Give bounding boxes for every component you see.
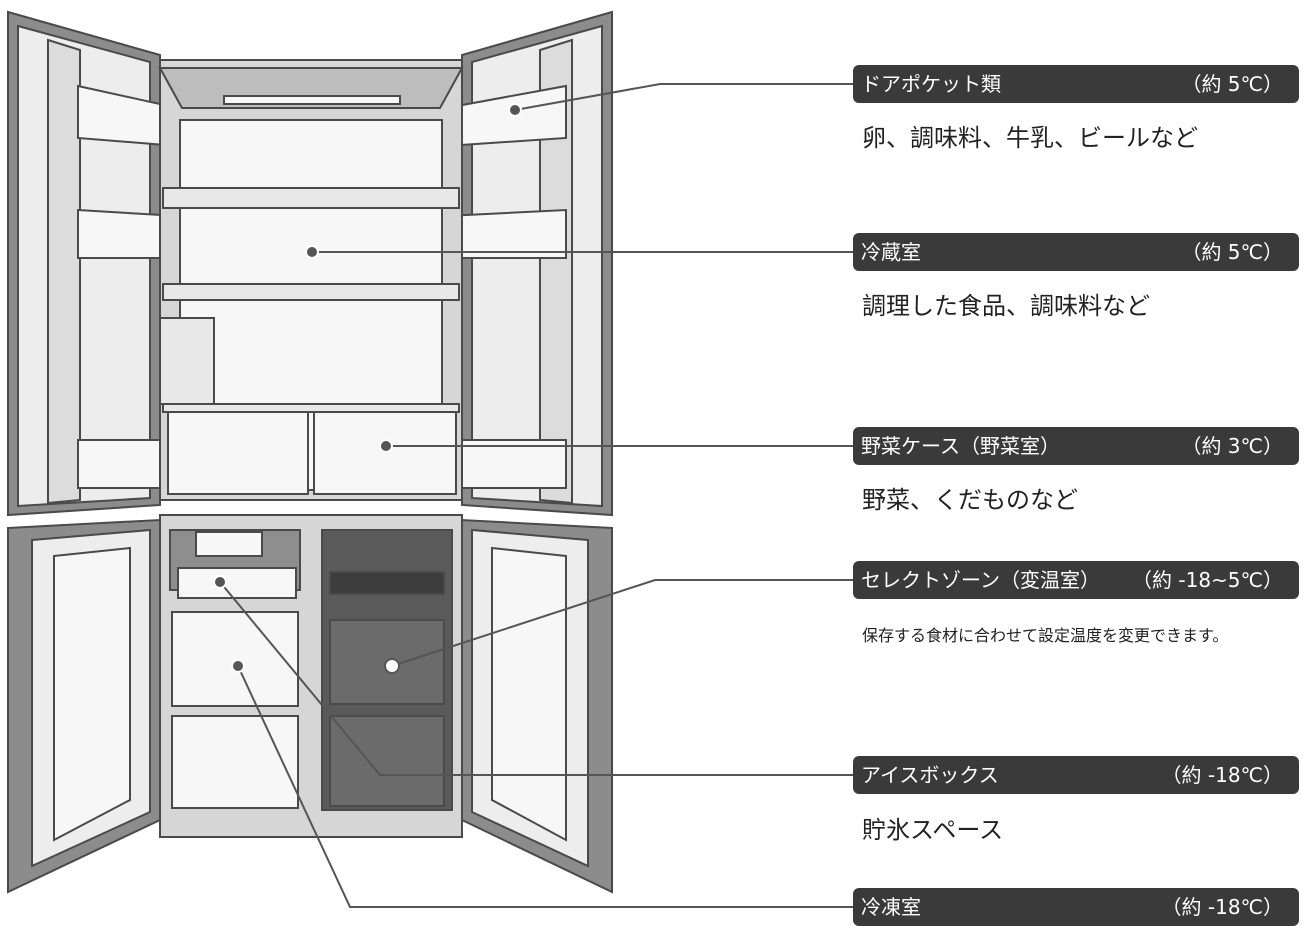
callout-door-pockets: ドアポケット類 （約 5℃）	[853, 65, 1299, 103]
callout-vegetable-case-temp: （約 3℃）	[1181, 434, 1283, 458]
freezer-drawer-lower	[171, 715, 299, 809]
callout-vegetable-case: 野菜ケース（野菜室） （約 3℃）	[853, 427, 1299, 465]
callout-freezer-name: 冷凍室	[861, 895, 921, 919]
callout-vegetable-case-desc: 野菜、くだものなど	[862, 486, 1078, 514]
callout-door-pockets-temp: （約 5℃）	[1181, 72, 1283, 96]
ice-box	[177, 567, 297, 599]
callout-select-zone: セレクトゾーン（変温室） （約 -18~5℃）	[853, 561, 1299, 599]
freezer-drawer-upper	[171, 611, 299, 707]
callout-ice-box-desc: 貯氷スペース	[862, 816, 1004, 844]
callout-refrigerator-name: 冷蔵室	[861, 240, 921, 264]
vegetable-case-left	[167, 411, 309, 495]
vegetable-case-right	[313, 411, 457, 495]
callout-freezer-temp: （約 -18℃）	[1161, 895, 1283, 919]
callout-select-zone-name: セレクトゾーン（変温室）	[861, 568, 1100, 592]
callout-freezer: 冷凍室 （約 -18℃）	[853, 888, 1299, 926]
callout-select-zone-temp: （約 -18~5℃）	[1132, 568, 1283, 592]
callout-ice-box-temp: （約 -18℃）	[1161, 763, 1283, 787]
callout-refrigerator-temp: （約 5℃）	[1181, 240, 1283, 264]
callout-select-zone-desc: 保存する食材に合わせて設定温度を変更できます。	[862, 626, 1229, 645]
callout-vegetable-case-name: 野菜ケース（野菜室）	[861, 434, 1060, 458]
callout-ice-box-name: アイスボックス	[861, 763, 999, 787]
callout-refrigerator: 冷蔵室 （約 5℃）	[853, 233, 1299, 271]
callout-door-pockets-desc: 卵、調味料、牛乳、ビールなど	[862, 124, 1198, 152]
callout-ice-box: アイスボックス （約 -18℃）	[853, 756, 1299, 794]
callout-refrigerator-desc: 調理した食品、調味料など	[862, 292, 1150, 320]
callout-door-pockets-name: ドアポケット類	[861, 72, 1001, 96]
